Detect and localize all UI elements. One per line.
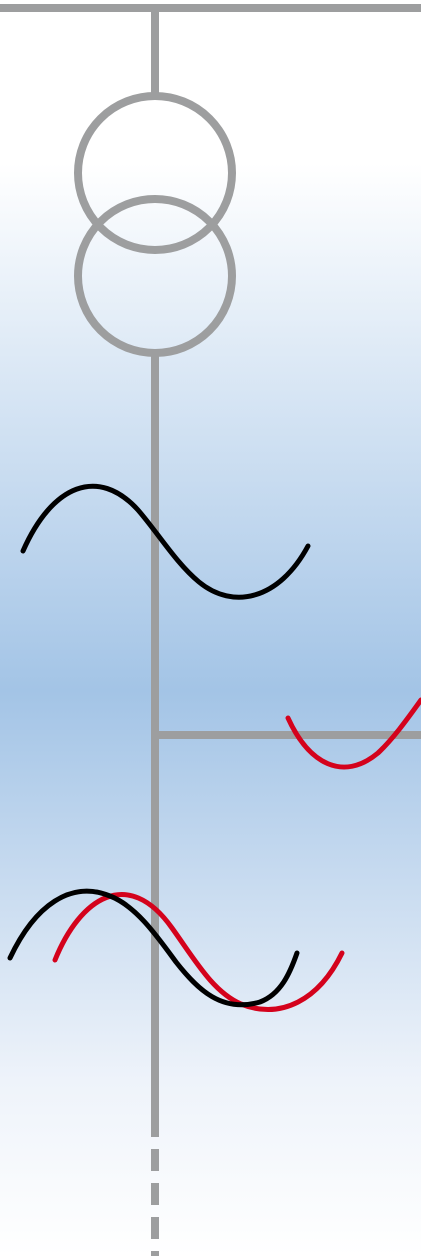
shifted-sine-wave-black [7, 888, 300, 1008]
transformer-primary-winding [74, 92, 236, 254]
phase-shift-waves [7, 888, 345, 1012]
reference-sine-wave-red [52, 892, 345, 1012]
branch-sine-wave [285, 697, 421, 770]
feeder-sine-wave [20, 483, 311, 600]
